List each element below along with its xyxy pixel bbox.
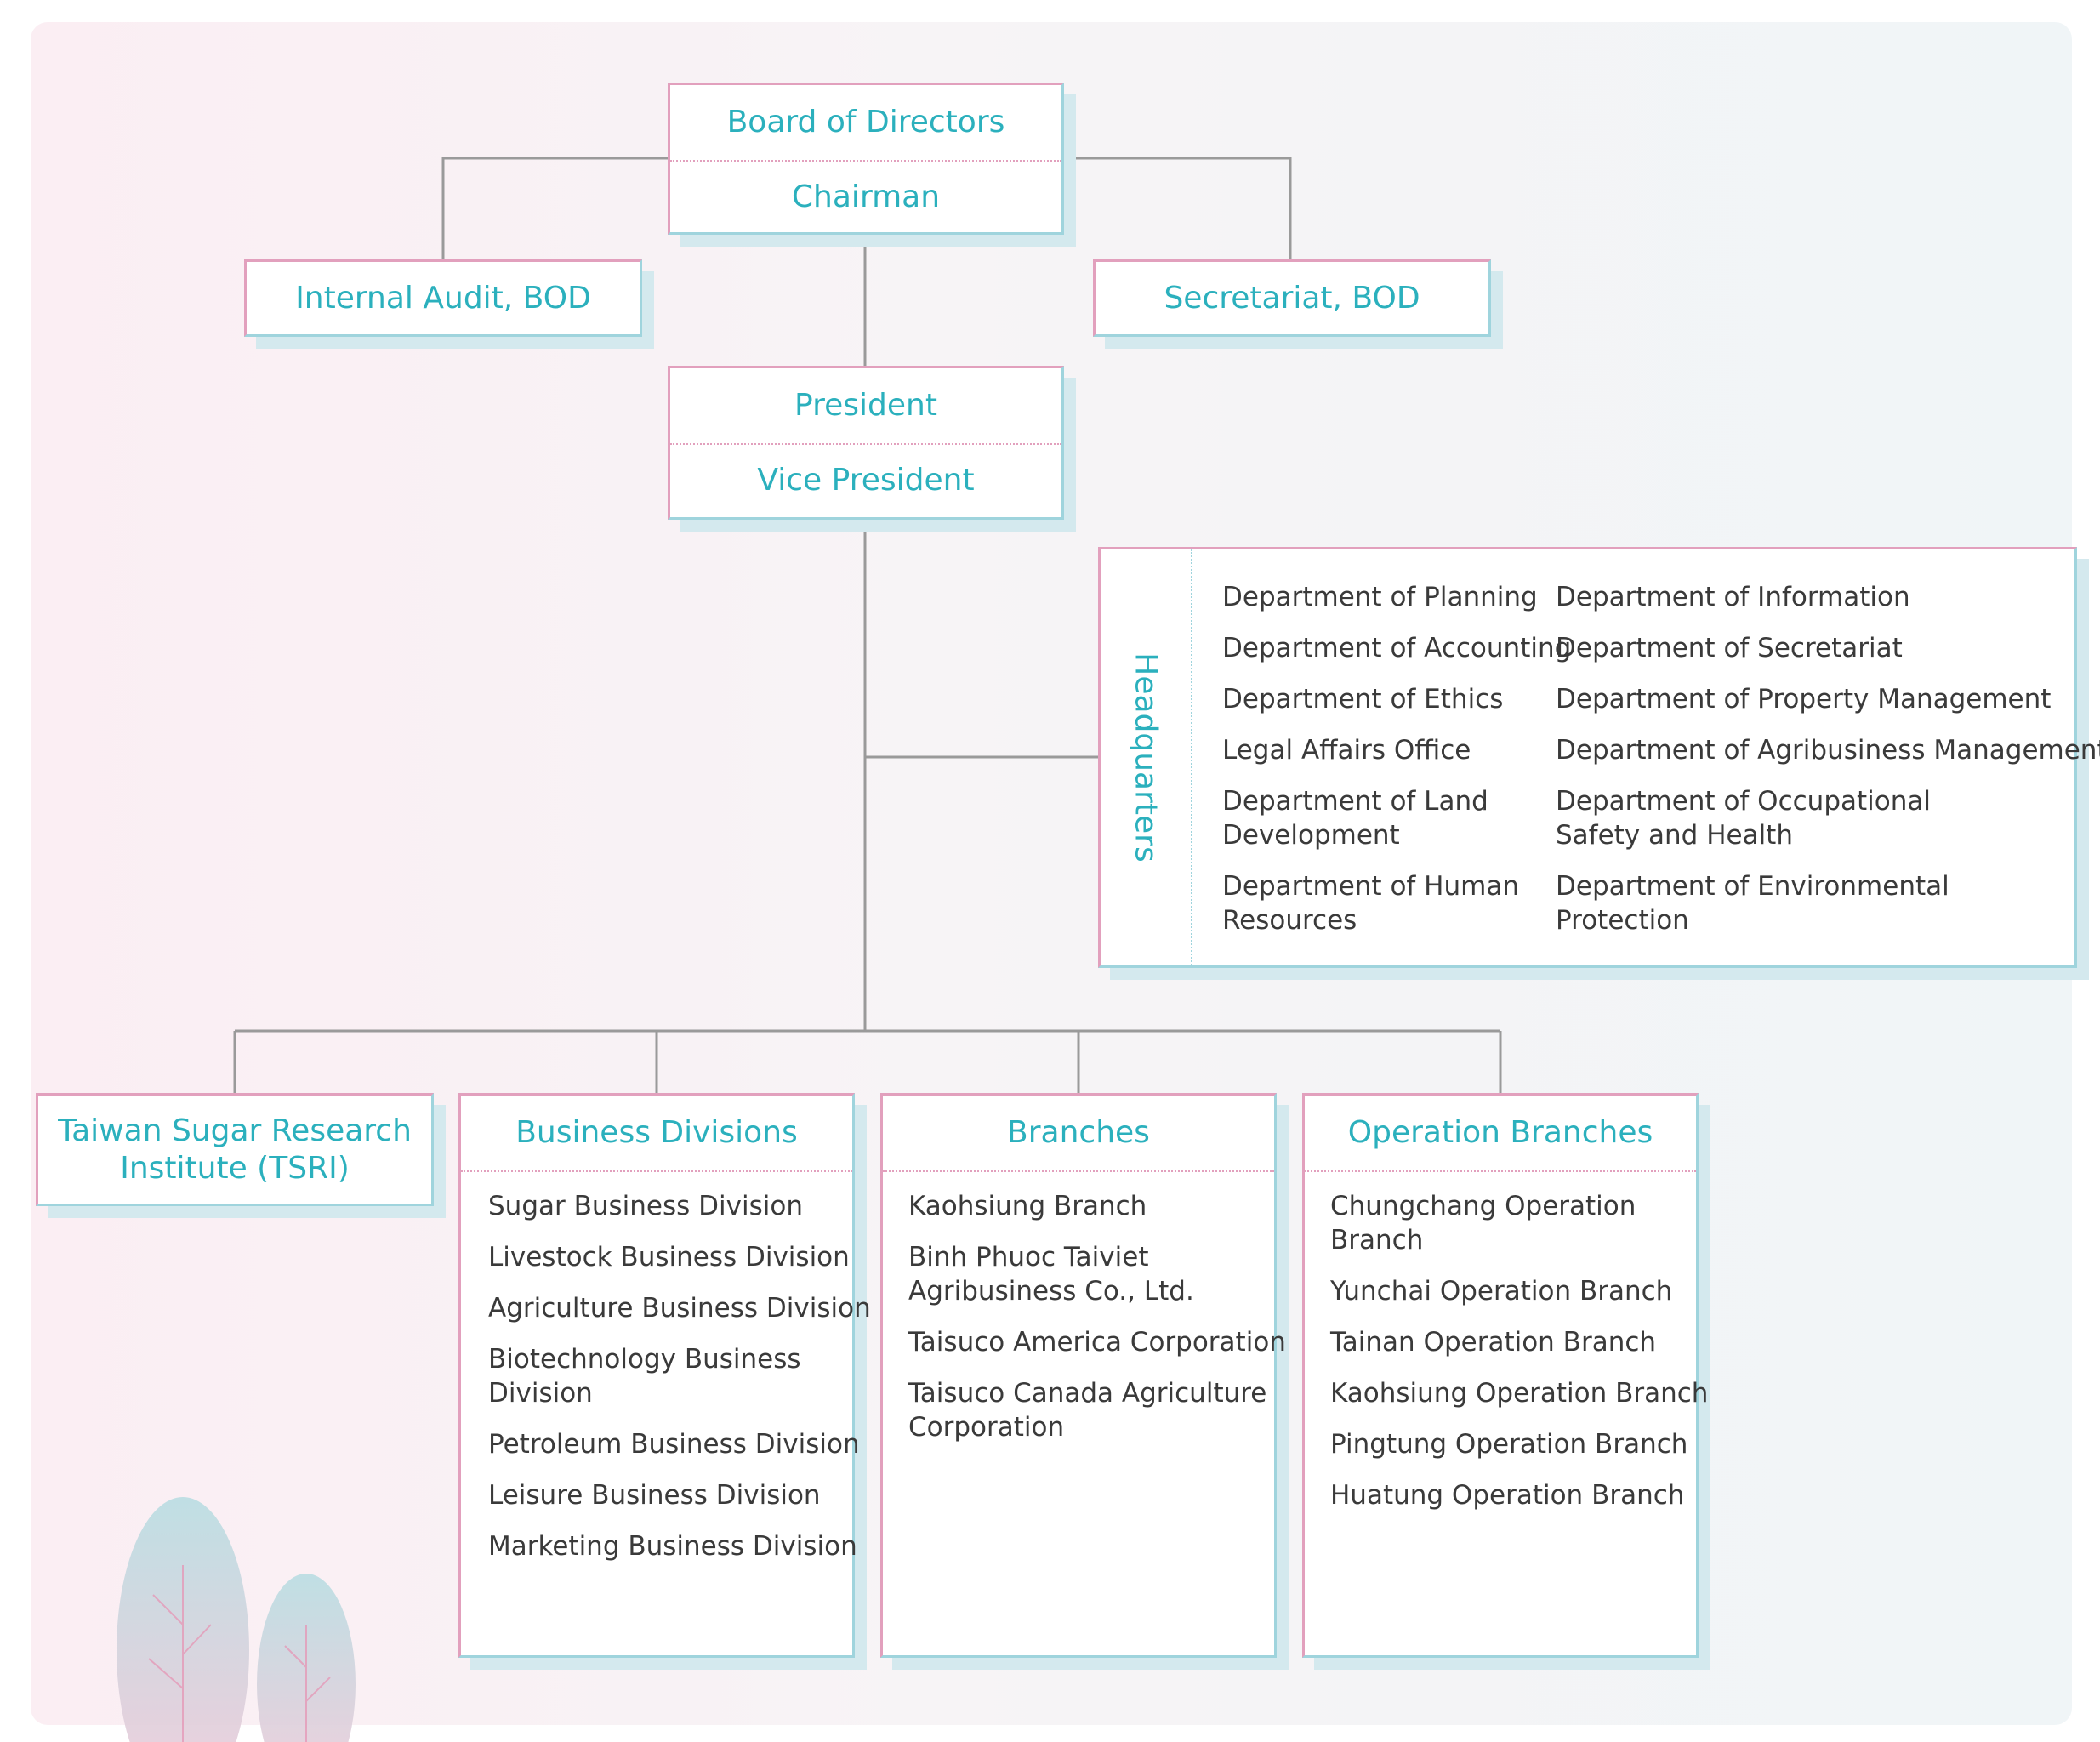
internal-audit-label: Internal Audit, BOD	[295, 280, 591, 316]
list-item: Sugar Business Division	[488, 1191, 803, 1221]
list-item: Kaohsiung Branch	[908, 1191, 1147, 1221]
list-item: Taisuco Canada Agriculture Corporation	[908, 1378, 1267, 1443]
list-item: Department of Agribusiness Management	[1556, 735, 2100, 766]
decorative-trees	[117, 1497, 356, 1742]
list-item: Agriculture Business Division	[488, 1293, 871, 1324]
divider	[670, 160, 1061, 162]
connector-board-audit	[441, 157, 670, 259]
connector-board-secretariat	[1066, 157, 1292, 259]
list-item: Pingtung Operation Branch	[1330, 1429, 1688, 1460]
business-divisions-list: Sugar Business Division Livestock Busine…	[488, 1189, 871, 1580]
divider	[883, 1170, 1274, 1172]
president-box: President Vice President	[668, 366, 1064, 520]
list-item: Kaohsiung Operation Branch	[1330, 1378, 1709, 1409]
president-label: President	[794, 388, 937, 423]
business-divisions-title: Business Divisions	[515, 1115, 798, 1150]
operation-branches-list: Chungchang Operation Branch Yunchai Oper…	[1330, 1189, 1708, 1529]
list-item: Department of Property Management	[1556, 684, 2052, 714]
branches-box: Branches Kaohsiung Branch Binh Phuoc Tai…	[880, 1093, 1286, 1658]
list-item: Department of Planning	[1222, 582, 1538, 612]
list-item: Biotechnology Business Division	[488, 1344, 801, 1409]
list-item: Yunchai Operation Branch	[1330, 1276, 1673, 1306]
branches-list: Kaohsiung Branch Binh Phuoc Taiviet Agri…	[908, 1189, 1286, 1461]
list-item: Department of Occupational Safety and He…	[1556, 786, 1931, 851]
list-item: Binh Phuoc Taiviet Agribusiness Co., Ltd…	[908, 1242, 1194, 1306]
list-item: Department of Land Development	[1222, 786, 1488, 851]
branches-title: Branches	[1007, 1115, 1150, 1150]
divider	[461, 1170, 852, 1172]
secretariat-label: Secretariat, BOD	[1164, 280, 1420, 316]
list-item: Department of Ethics	[1222, 684, 1504, 714]
tsri-box: Taiwan Sugar Research Institute (TSRI)	[36, 1093, 434, 1206]
tsri-label: Taiwan Sugar Research Institute (TSRI)	[58, 1113, 412, 1186]
list-item: Department of Environmental Protection	[1556, 871, 1949, 936]
secretariat-box: Secretariat, BOD	[1093, 259, 1491, 337]
list-item: Department of Accounting	[1222, 633, 1572, 663]
list-item: Livestock Business Division	[488, 1242, 850, 1272]
board-of-directors-box: Board of Directors Chairman	[668, 83, 1064, 235]
list-item: Department of Secretariat	[1556, 633, 1903, 663]
list-item: Huatung Operation Branch	[1330, 1480, 1685, 1511]
headquarters-label-column: Headquarters	[1101, 549, 1192, 965]
headquarters-label: Headquarters	[1128, 652, 1164, 862]
list-item: Marketing Business Division	[488, 1531, 857, 1562]
headquarters-left-list: Department of Planning Department of Acc…	[1222, 580, 1571, 954]
list-item: Department of Information	[1556, 582, 1910, 612]
list-item: Legal Affairs Office	[1222, 735, 1471, 766]
list-item: Taisuco America Corporation	[908, 1327, 1286, 1358]
internal-audit-box: Internal Audit, BOD	[244, 259, 642, 337]
list-item: Leisure Business Division	[488, 1480, 821, 1511]
list-item: Petroleum Business Division	[488, 1429, 860, 1460]
operation-branches-title: Operation Branches	[1347, 1115, 1653, 1150]
business-divisions-box: Business Divisions Sugar Business Divisi…	[458, 1093, 871, 1658]
divider	[670, 443, 1061, 445]
list-item: Department of Human Resources	[1222, 871, 1519, 936]
list-item: Chungchang Operation Branch	[1330, 1191, 1636, 1255]
divider	[1305, 1170, 1696, 1172]
list-item: Tainan Operation Branch	[1330, 1327, 1657, 1358]
board-title: Board of Directors	[726, 105, 1005, 139]
vice-president-label: Vice President	[757, 462, 975, 498]
operation-branches-box: Operation Branches Chungchang Operation …	[1302, 1093, 1708, 1658]
headquarters-right-list: Department of Information Department of …	[1556, 580, 2100, 954]
chairman-label: Chairman	[791, 179, 941, 214]
headquarters-box: Headquarters Department of Planning Depa…	[1098, 547, 2100, 968]
